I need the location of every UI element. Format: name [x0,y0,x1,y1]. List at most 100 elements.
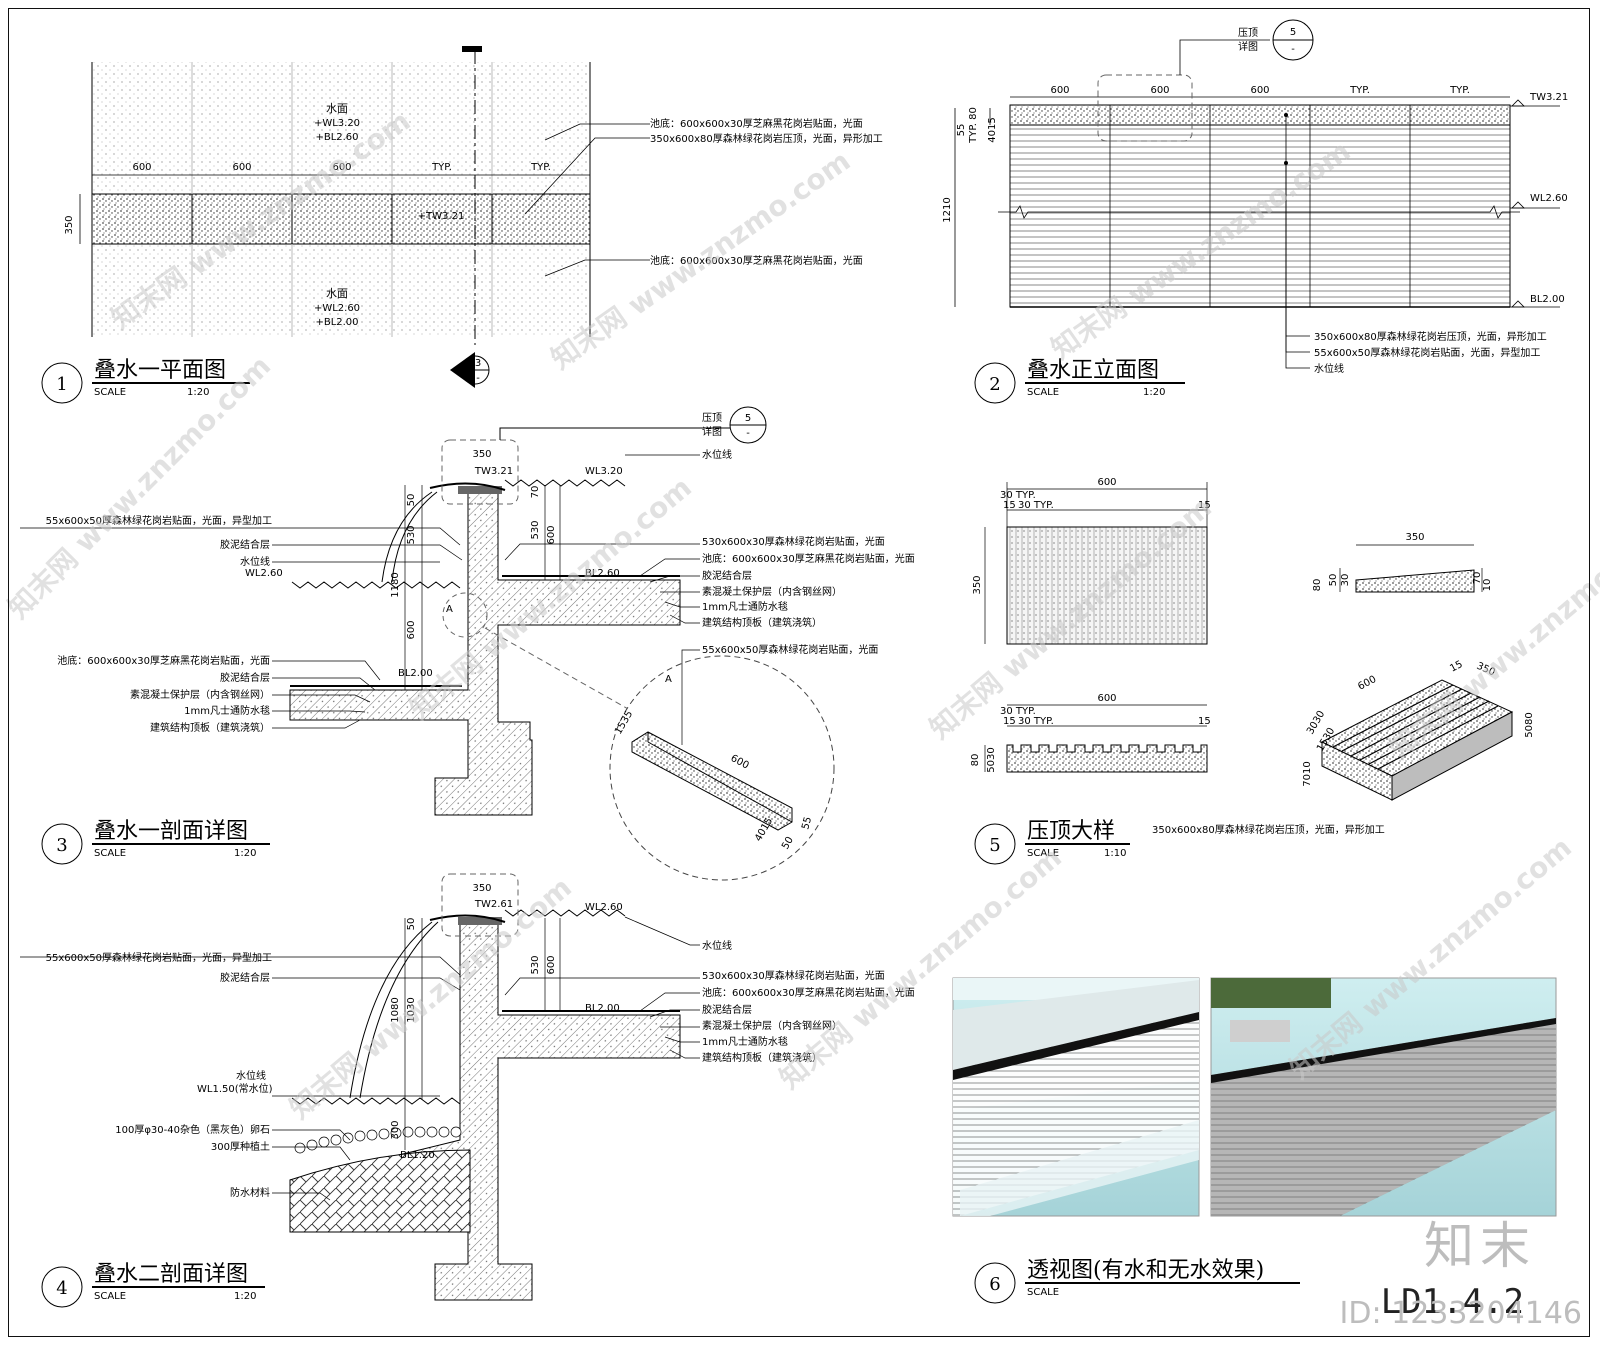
sec3-dim-v7: 600 [546,525,557,544]
sec3-level-bl-low: BL2.00 [398,668,433,679]
elev-note-3: 水位线 [1314,362,1344,375]
sheet-number: LD1.4.2 [1380,1282,1524,1322]
v3-title: 叠水一剖面详图 [94,819,248,844]
v3-scale-label: SCALE [94,848,126,859]
elev-height: 1210 [942,197,953,222]
v5-num: 5 [989,835,1000,856]
cope-front-c: 15 [1198,716,1211,727]
sec3-callout-label1: 压顶 [702,412,722,424]
v1-scale-label: SCALE [94,387,126,398]
sec4-left-note-1: 55x600x50厚森林绿花岗岩贴面，光面，异型加工 [46,951,272,964]
elev-dim-5: TYP. [1449,85,1470,96]
elev-left-dim-1: 55 [956,124,967,137]
plan-dim-3: 600 [332,162,351,173]
v4-num: 4 [56,1278,67,1299]
elev-level-bl: BL2.00 [1530,294,1565,305]
sec3-detail-marker: A [446,604,453,615]
plan-coping-level: +TW3.21 [418,211,465,222]
v6-scale-label: SCALE [1027,1287,1059,1298]
sec4-left-note-2: 胶泥结合层 [220,971,270,984]
sec4-right-note-6: 1mm凡士通防水毯 [702,1035,788,1048]
cope-plan-sub: 30 TYP. [1000,490,1036,501]
v5-scale-label: SCALE [1027,848,1059,859]
perspective-without-water [1210,977,1557,1217]
cope-iso-g: 7010 [1302,761,1313,786]
sec3-left-note-4: 池底：600x600x30厚芝麻黑花岗岩贴面，光面 [57,654,270,667]
cope-side-b: 30 [1340,574,1351,587]
sec3-left-note-1: 55x600x50厚森林绿花岗岩贴面，光面，异型加工 [46,514,272,527]
perspective-view: 6 透视图(有水和无水效果) SCALE [952,977,1557,1304]
sec3-right-note-5: 素混凝土保护层（内含钢丝网） [702,585,842,598]
elevation-view: 600 600 600 TYP. TYP. 55 TYP. 80 4015 12… [942,19,1568,404]
sec3-dim-v5: 70 [530,486,541,499]
elev-level-tw: TW3.21 [1529,92,1568,103]
sec4-level-tw: TW2.61 [474,899,513,910]
elev-dim-1: 600 [1050,85,1069,96]
plan-note-1: 池底：600x600x30厚芝麻黑花岗岩贴面，光面 [650,117,863,130]
sec3-right-note-1: 水位线 [702,448,732,461]
cope-side-w: 350 [1405,532,1424,543]
plan-water-bot-bl: +BL2.00 [315,317,358,328]
sec4-dim-v6: 300 [390,1120,401,1139]
perspective-with-water [952,977,1200,1217]
sec3-callout-label2: 详图 [702,425,722,438]
elev-level-wl: WL2.60 [1530,193,1568,204]
elev-dim-3: 600 [1250,85,1269,96]
sec3-level-tw: TW3.21 [474,466,513,477]
sec4-level-wl: WL2.60 [585,902,623,913]
sec4-dim-v2: 1080 [390,997,401,1022]
cope-front-w: 600 [1097,693,1116,704]
cope-side-a: 50 [1328,574,1339,587]
cope-front-sub: 30 TYP. [1000,706,1036,717]
cope-front-h: 80 [970,754,981,767]
v3-num: 3 [56,835,67,856]
cope-plan-a: 15 [1003,500,1016,511]
sec3-left-note-8: 建筑结构顶板（建筑浇筑） [150,721,270,734]
sec4-level-bl: BL2.00 [585,1003,620,1014]
cope-front-h2: 5030 [986,747,997,772]
sec4-level-bl-low: BL1.20 [400,1150,435,1161]
elev-note-2: 55x600x50厚森林绿花岗岩贴面，光面，异型加工 [1314,346,1540,359]
sec3-left-note-5: 胶泥结合层 [220,671,270,684]
sec3-level-wl-low: WL2.60 [245,568,283,579]
sec3-level-bl-up: BL2.60 [585,568,620,579]
sec3-left-note-7: 1mm凡士通防水毯 [184,704,270,717]
elev-note-1: 350x600x80厚森林绿花岗岩压顶，光面，异形加工 [1314,330,1547,343]
brand-logo: 知末 [1424,1217,1536,1275]
sec3-top-dim: 350 [472,449,491,460]
sec4-left-note-5: 300厚种植土 [211,1140,270,1153]
plan-note-3: 池底：600x600x30厚芝麻黑花岗岩贴面，光面 [650,254,863,267]
v2-title: 叠水正立面图 [1027,358,1159,383]
plan-dim-1: 600 [132,162,151,173]
v5-scale: 1:10 [1104,848,1126,859]
sec3-dim-v2: 530 [406,525,417,544]
sec3-right-note-3: 池底：600x600x30厚芝麻黑花岗岩贴面，光面 [702,552,915,565]
v1-num: 1 [56,374,67,395]
elev-callout-label2: 详图 [1238,40,1258,53]
sec4-right-note-2: 530x600x30厚森林绿花岗岩贴面，光面 [702,969,885,982]
v4-scale: 1:20 [234,1291,256,1302]
sec3-dim-v6: 530 [530,520,541,539]
sec4-right-note-4: 胶泥结合层 [702,1003,752,1016]
sec3-right-note-4: 胶泥结合层 [702,569,752,582]
elev-left-dim-3: 4015 [987,117,998,142]
coping-detail-view: 600 30 TYP. 15 30 TYP. 15 350 600 30 TYP… [970,477,1535,865]
plan-cut-sub: - [476,373,480,384]
plan-water-bot-label: 水面 [326,287,348,300]
plan-dim-2: 600 [232,162,251,173]
sec4-left-note-6: 防水材料 [230,1186,270,1199]
cope-plan-b: 30 TYP. [1018,500,1054,511]
sec4-left-note-4: 100厚φ30-40杂色（黑灰色）卵石 [115,1123,270,1136]
section-1-view: 压顶 详图 5 - 350 TW3.21 WL3.20 WL2.60 BL2.6… [20,406,915,881]
cope-side-d: 10 [1482,579,1493,592]
plan-view: 600 600 600 TYP. TYP. 350 水面 +WL3.20 +BL… [41,46,883,404]
v3-scale: 1:20 [234,848,256,859]
sec3-detail-letter: A [665,674,672,685]
v5-title: 压顶大样 [1027,819,1115,844]
sec4-top-dim: 350 [472,883,491,894]
plan-water-top-bl: +BL2.60 [315,132,358,143]
sec3-level-wl: WL3.20 [585,466,623,477]
sec3-detail-dim-c: 55 [800,816,814,831]
elev-dim-4: TYP. [1349,85,1370,96]
